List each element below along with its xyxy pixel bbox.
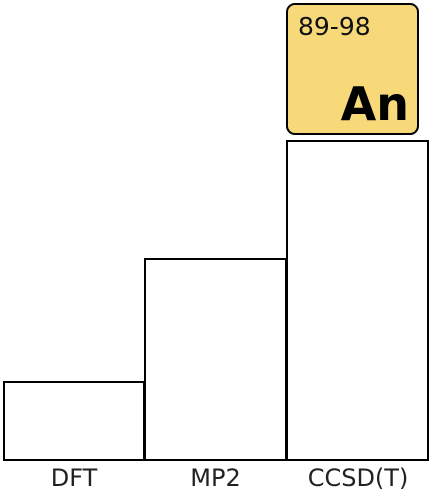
tile-element-symbol: An — [340, 77, 409, 131]
bar-dft — [3, 381, 145, 461]
label-ccsd-t: CCSD(T) — [307, 464, 409, 492]
label-mp2: MP2 — [190, 464, 241, 492]
bar-mp2 — [144, 258, 287, 461]
label-dft: DFT — [50, 464, 98, 492]
tile-atomic-number-range: 89-98 — [298, 12, 371, 41]
bar-ccsd-t — [286, 140, 429, 461]
actinide-element-tile: 89-98 An — [286, 3, 419, 135]
